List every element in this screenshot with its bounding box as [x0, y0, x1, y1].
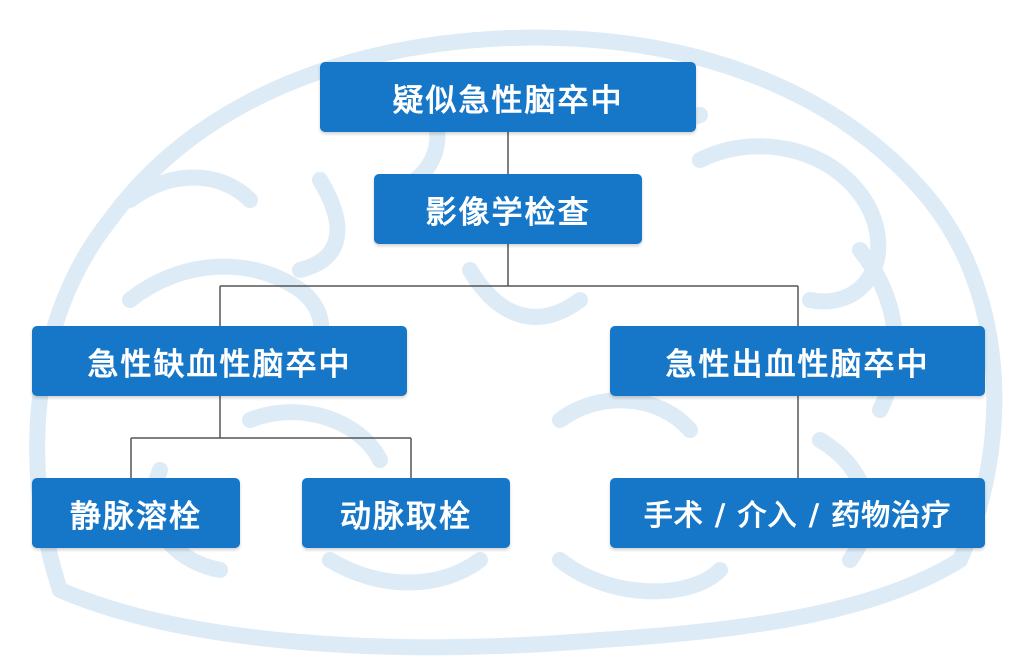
node-arterial-thrombectomy: 动脉取栓	[302, 478, 510, 548]
node-intravenous-thrombolysis: 静脉溶栓	[32, 478, 240, 548]
node-acute-hemorrhagic-stroke: 急性出血性脑卒中	[610, 326, 985, 396]
node-acute-ischemic-stroke: 急性缺血性脑卒中	[32, 326, 407, 396]
node-surgery-intervention-medication: 手术 / 介入 / 药物治疗	[610, 478, 985, 548]
node-imaging-exam: 影像学检查	[374, 174, 642, 244]
node-suspected-acute-stroke: 疑似急性脑卒中	[320, 62, 696, 132]
